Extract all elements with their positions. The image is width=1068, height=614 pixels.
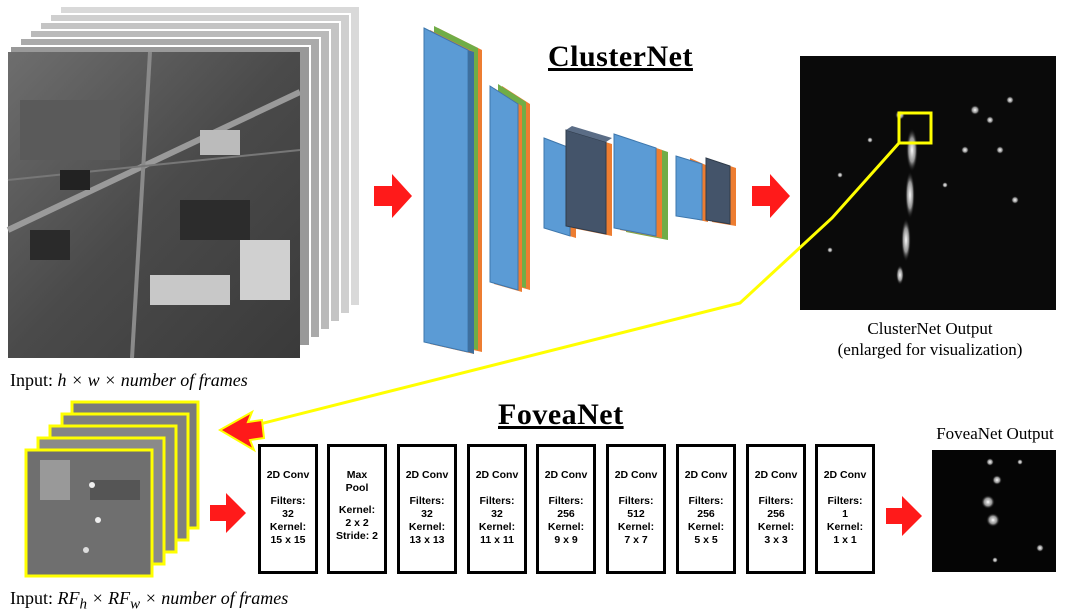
layer-name: 2D Conv	[823, 469, 867, 481]
layer-params: Filters: 32 Kernel: 13 x 13	[408, 495, 446, 546]
layer-params: Filters: 1 Kernel: 1 x 1	[826, 495, 864, 546]
zoom-region-box	[897, 111, 933, 145]
layer-params: Filters: 32 Kernel: 15 x 15	[269, 495, 307, 546]
red-right-arrow	[210, 493, 246, 533]
foveanet-layer-box: 2D Conv Filters: 32 Kernel: 13 x 13	[397, 444, 457, 574]
foveanet-input-label-sub-w: w	[130, 596, 141, 613]
red-right-arrow	[886, 496, 922, 536]
layer-params: Filters: 256 Kernel: 3 x 3	[757, 495, 795, 546]
foveanet-input-label: Input: RFh × RFw × number of frames	[10, 588, 288, 614]
foveanet-layer-box: 2D Conv Filters: 512 Kernel: 7 x 7	[606, 444, 666, 574]
foveanet-input-label-prefix: Input:	[10, 588, 58, 608]
foveanet-output-heatmap	[932, 450, 1056, 572]
foveanet-layer-box: Max Pool Kernel: 2 x 2 Stride: 2	[327, 444, 387, 574]
layer-name: 2D Conv	[405, 469, 449, 481]
clusternet-input-label: Input: h × w × number of frames	[10, 370, 248, 391]
foveanet-layer-box: 2D Conv Filters: 256 Kernel: 3 x 3	[746, 444, 806, 574]
foveanet-input-label-times: × RF	[87, 588, 131, 608]
layer-params: Filters: 256 Kernel: 5 x 5	[687, 495, 725, 546]
foveanet-output-caption: FoveaNet Output	[936, 424, 1054, 443]
clusternet-title: ClusterNet	[548, 40, 693, 73]
layer-name: Max Pool	[345, 469, 369, 494]
clusternet-output-heatmap	[800, 56, 1056, 310]
clusternet-output-caption: ClusterNet Output (enlarged for visualiz…	[800, 318, 1060, 360]
foveanet-layer-box: 2D Conv Filters: 1 Kernel: 1 x 1	[815, 444, 875, 574]
foveanet-input-stack	[24, 400, 200, 578]
yellow-connector-arrow	[217, 409, 266, 453]
layer-name: 2D Conv	[754, 469, 798, 481]
layer-params: Filters: 256 Kernel: 9 x 9	[547, 495, 585, 546]
layer-params: Filters: 32 Kernel: 11 x 11	[478, 495, 516, 546]
clusternet-input-stack	[6, 5, 361, 359]
clusternet-output-caption-line1: ClusterNet Output	[867, 319, 993, 338]
layer-name: 2D Conv	[614, 469, 658, 481]
red-right-arrow	[752, 174, 790, 218]
layer-name: 2D Conv	[475, 469, 519, 481]
foveanet-input-label-tail: × number of frames	[140, 588, 289, 608]
aerial-image	[8, 52, 300, 358]
yellow-connector-line	[247, 142, 901, 429]
foveanet-input-label-rf: RF	[57, 588, 80, 608]
foveanet-title: FoveaNet	[498, 398, 624, 431]
layer-name: 2D Conv	[266, 469, 310, 481]
red-right-arrow	[374, 174, 412, 218]
foveanet-layer-box: 2D Conv Filters: 32 Kernel: 15 x 15	[258, 444, 318, 574]
layer-params: Filters: 512 Kernel: 7 x 7	[617, 495, 655, 546]
foveanet-layer-box: 2D Conv Filters: 256 Kernel: 5 x 5	[676, 444, 736, 574]
clusternet-input-label-prefix: Input:	[10, 370, 58, 390]
clusternet-input-label-math: h × w × number of frames	[57, 370, 248, 390]
clusternet-layers	[423, 26, 736, 354]
foveanet-layer-box: 2D Conv Filters: 256 Kernel: 9 x 9	[536, 444, 596, 574]
layer-params: Kernel: 2 x 2 Stride: 2	[335, 504, 378, 542]
layer-name: 2D Conv	[684, 469, 728, 481]
clusternet-output-caption-line2: (enlarged for visualization)	[837, 340, 1023, 359]
layer-name: 2D Conv	[544, 469, 588, 481]
foveanet-input-label-sub-h: h	[79, 596, 88, 613]
foveanet-layer-box: 2D Conv Filters: 32 Kernel: 11 x 11	[467, 444, 527, 574]
